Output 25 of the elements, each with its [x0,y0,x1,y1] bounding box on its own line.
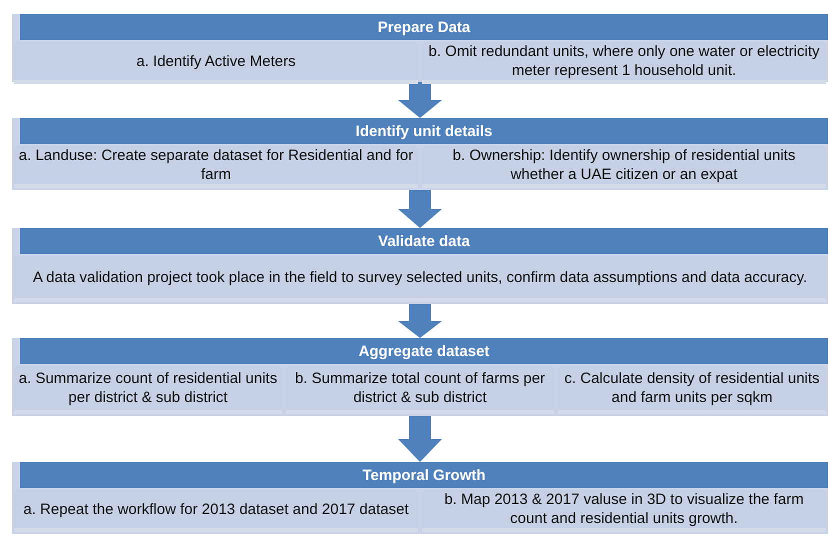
step-text: b. Omit redundant units, where only one water or electricity meter represent 1 household unit. [427,42,821,80]
step-box [14,42,418,84]
step-text: a. Identify Active Meters [136,52,296,70]
step-text: b. Ownership: Identify ownership of residential units whether a UAE citizen or an expat [452,146,796,184]
step-text: a. Landuse: Create separate dataset for Residential and for farm [18,146,414,184]
step-text: a. Summarize count of residential units per district & sub district [18,369,278,407]
stage-panel [12,338,828,416]
stage-panel [12,462,828,534]
block-arrow [398,304,442,338]
stage-heading: Validate data [20,228,828,254]
step-text: b. Summarize total count of farms per district & sub district [294,369,546,407]
block-arrow [398,416,442,462]
step-text: A data validation project took place in the field to survey selected units, confirm data assumptions and data accuracy. [32,268,808,286]
step-text: a. Repeat the workflow for 2013 dataset and 2017 dataset [23,500,409,518]
stage-panel [12,118,828,190]
stage-heading: Prepare Data [20,14,828,40]
step-text: c. Calculate density of residential units and farm units per sqkm [563,369,821,407]
step-text: b. Map 2013 & 2017 valuse in 3D to visualize the farm count and residential units growth. [443,490,805,528]
block-arrow [398,82,442,118]
stage-heading: Identify unit details [20,118,828,144]
stage-panel [12,14,828,82]
block-arrow [398,190,442,228]
stage-panel [12,228,828,304]
stage-heading: Temporal Growth [20,462,828,488]
stage-heading: Aggregate dataset [20,338,828,364]
